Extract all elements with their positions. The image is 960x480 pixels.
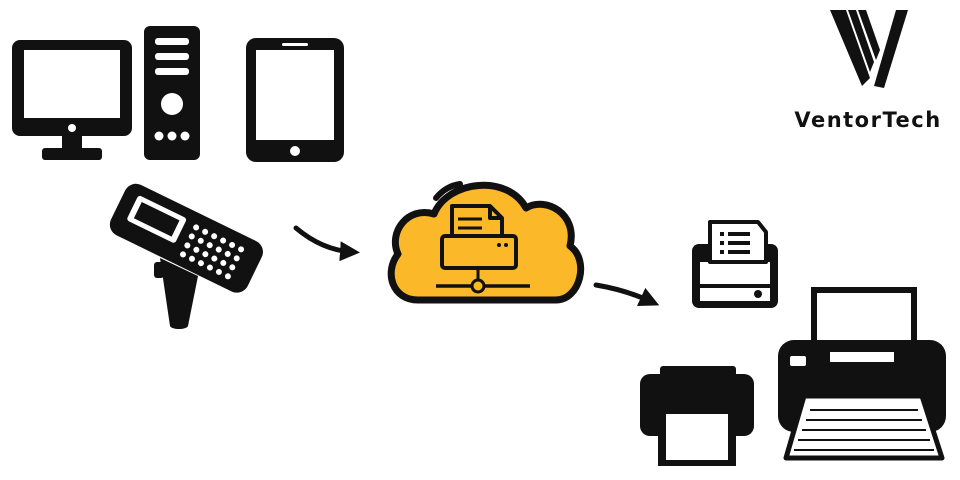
office-printer-icon [640, 366, 754, 466]
brand-name: VentorTech [794, 108, 942, 132]
receipt-printer-icon [692, 220, 778, 308]
handheld-scanner-icon [109, 183, 263, 329]
desktop-monitor-icon [12, 40, 132, 160]
cloud-printer-symbol [436, 204, 530, 294]
v-monogram-logo [830, 10, 908, 88]
arrow-to-cloud [293, 225, 360, 262]
tower-pc-icon [144, 26, 200, 160]
cloud-print-server-icon [387, 181, 585, 304]
tablet-icon [246, 38, 344, 162]
arrow-to-printers [593, 282, 660, 307]
large-printer-icon [778, 287, 946, 461]
